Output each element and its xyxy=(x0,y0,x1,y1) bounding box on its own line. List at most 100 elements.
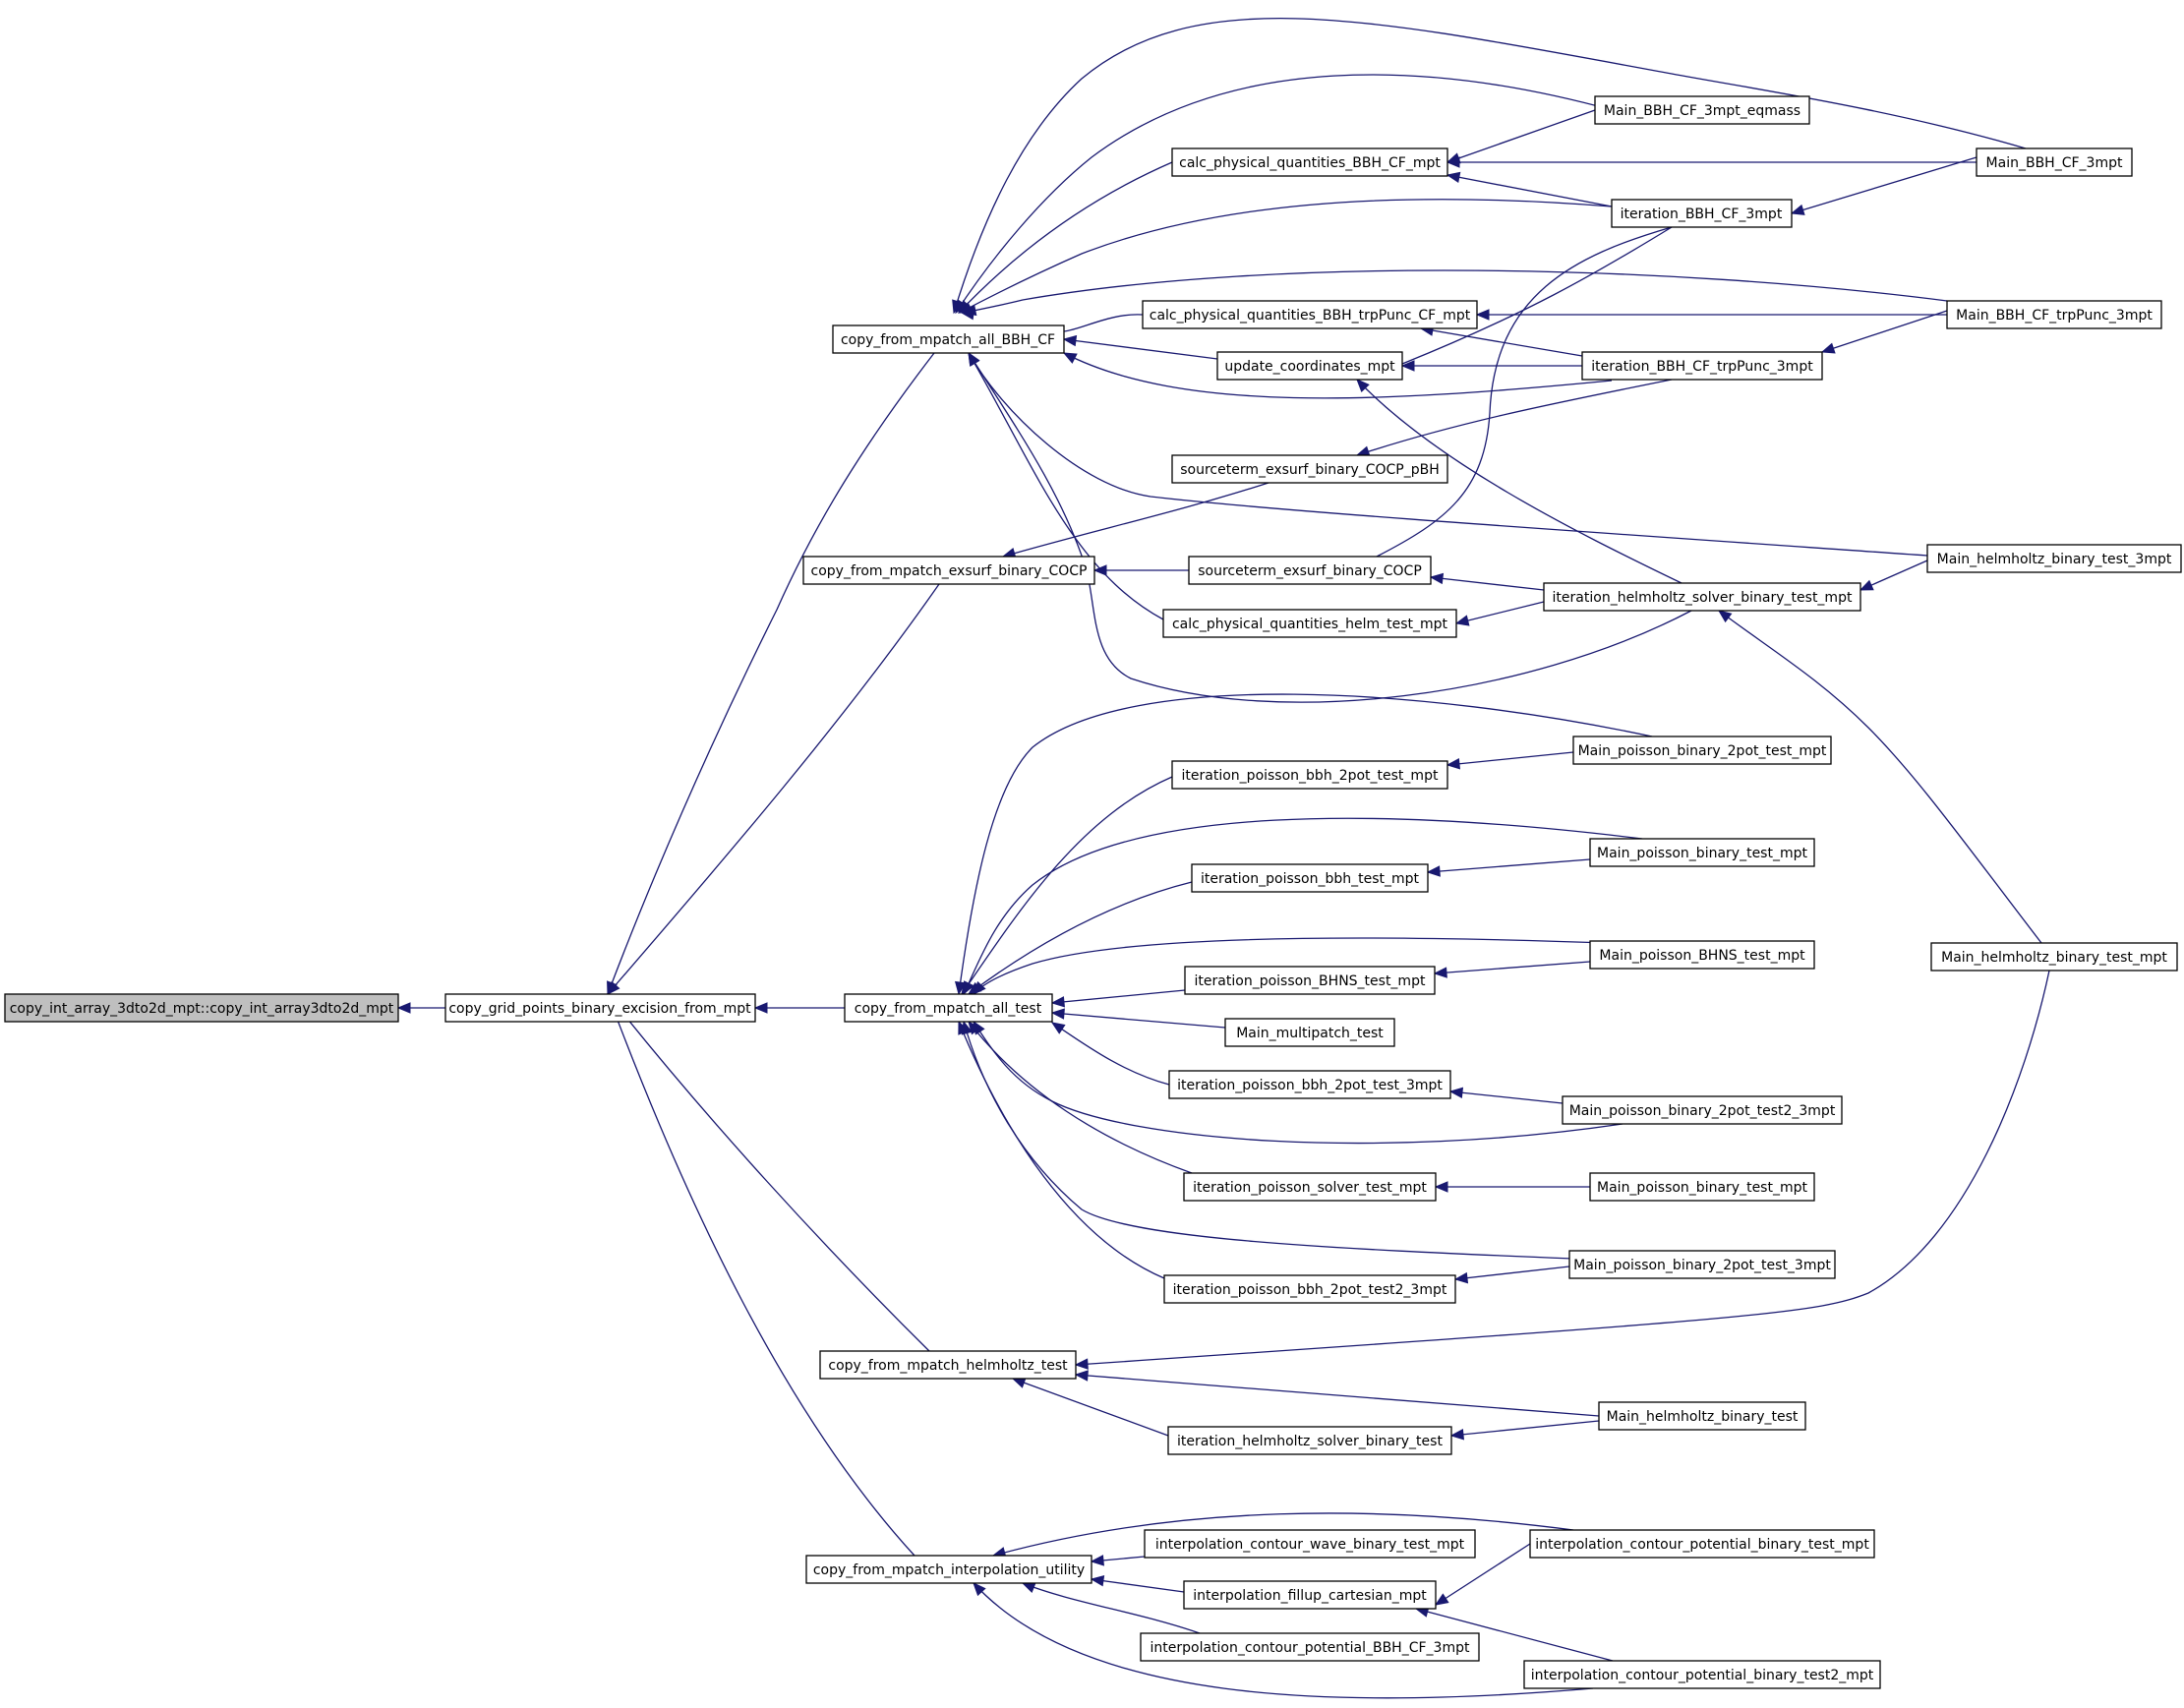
node-main-helmholtz-binary-test-mpt[interactable]: Main_helmholtz_binary_test_mpt xyxy=(1930,942,2178,972)
node-calc-physical-quantities-bbh-trppunc-cf-mpt[interactable]: calc_physical_quantities_BBH_trpPunc_CF_… xyxy=(1142,300,1478,329)
node-interpolation-contour-potential-binary-test2-mpt[interactable]: interpolation_contour_potential_binary_t… xyxy=(1523,1660,1881,1689)
edge-line xyxy=(1446,109,1596,163)
node-main-helmholtz-binary-test-3mpt[interactable]: Main_helmholtz_binary_test_3mpt xyxy=(1926,544,2182,573)
arrowhead xyxy=(1434,1181,1448,1193)
node-copy-from-mpatch-interpolation-utility[interactable]: copy_from_mpatch_interpolation_utility xyxy=(805,1555,1092,1584)
node-main-poisson-binary-test-mpt[interactable]: Main_poisson_binary_test_mpt xyxy=(1589,838,1815,867)
edge-line xyxy=(973,1582,1594,1699)
node-update-coordinates-mpt[interactable]: update_coordinates_mpt xyxy=(1216,351,1403,381)
edge-line xyxy=(1051,1012,1226,1029)
node-iteration-poisson-bbh-2pot-test-3mpt[interactable]: iteration_poisson_bbh_2pot_test_3mpt xyxy=(1168,1070,1451,1099)
node-interpolation-contour-potential-binary-test-mpt[interactable]: interpolation_contour_potential_binary_t… xyxy=(1529,1529,1875,1559)
node-main-bbh-cf-3mpt-eqmass[interactable]: Main_BBH_CF_3mpt_eqmass xyxy=(1594,95,1810,125)
node-layer: copy_int_array_3dto2d_mpt::copy_int_arra… xyxy=(4,95,2182,1689)
node-copy-grid-points-binary-excision-from-mpt[interactable]: copy_grid_points_binary_excision_from_mp… xyxy=(444,993,756,1023)
arrowhead xyxy=(1050,996,1065,1008)
svg-text:Main_poisson_binary_test_mpt: Main_poisson_binary_test_mpt xyxy=(1597,1180,1807,1196)
arrowhead xyxy=(1050,1008,1065,1020)
edge-line xyxy=(968,352,1164,620)
node-iteration-helmholtz-solver-binary-test-mpt[interactable]: iteration_helmholtz_solver_binary_test_m… xyxy=(1543,582,1861,612)
node-iteration-poisson-bbh-2pot-test-mpt[interactable]: iteration_poisson_bbh_2pot_test_mpt xyxy=(1171,760,1448,790)
call-edge xyxy=(607,352,935,996)
svg-text:iteration_helmholtz_solver_bin: iteration_helmholtz_solver_binary_test_m… xyxy=(1553,590,1853,606)
node-iteration-helmholtz-solver-binary-test[interactable]: iteration_helmholtz_solver_binary_test xyxy=(1167,1426,1452,1455)
svg-text:iteration_poisson_BHNS_test_mp: iteration_poisson_BHNS_test_mpt xyxy=(1195,973,1426,989)
svg-text:iteration_BBH_CF_3mpt: iteration_BBH_CF_3mpt xyxy=(1621,206,1783,222)
edge-line xyxy=(968,881,1193,995)
node-copy-int-array3dto2d-mpt[interactable]: copy_int_array_3dto2d_mpt::copy_int_arra… xyxy=(4,993,399,1023)
edge-line xyxy=(1051,989,1186,1004)
arrowhead xyxy=(1062,352,1078,364)
arrowhead xyxy=(960,309,975,321)
node-copy-from-mpatch-all-bbh-cf[interactable]: copy_from_mpatch_all_BBH_CF xyxy=(832,324,1065,354)
call-edge xyxy=(1001,482,1269,560)
svg-text:Main_helmholtz_binary_test: Main_helmholtz_binary_test xyxy=(1607,1409,1799,1425)
node-main-poisson-binary-2pot-test-mpt[interactable]: Main_poisson_binary_2pot_test_mpt xyxy=(1572,736,1832,765)
node-main-poisson-binary-2pot-test-3mpt[interactable]: Main_poisson_binary_2pot_test_3mpt xyxy=(1568,1250,1836,1279)
call-edge xyxy=(1092,564,1189,576)
svg-text:interpolation_contour_potentia: interpolation_contour_potential_binary_t… xyxy=(1535,1537,1869,1553)
arrowhead xyxy=(1433,967,1447,978)
edge-line xyxy=(968,352,1928,557)
edge-line xyxy=(973,1021,1623,1145)
svg-text:Main_poisson_binary_test_mpt: Main_poisson_binary_test_mpt xyxy=(1597,846,1807,861)
svg-text:update_coordinates_mpt: update_coordinates_mpt xyxy=(1224,359,1395,375)
node-interpolation-contour-potential-bbh-cf-3mpt[interactable]: interpolation_contour_potential_BBH_CF_3… xyxy=(1140,1632,1480,1662)
edge-line xyxy=(1356,379,1682,584)
node-interpolation-contour-wave-binary-test-mpt[interactable]: interpolation_contour_wave_binary_test_m… xyxy=(1144,1529,1476,1559)
edge-line xyxy=(1051,1022,1170,1086)
call-edge xyxy=(1446,171,1613,207)
call-edge xyxy=(1859,560,1928,591)
node-iteration-poisson-bbh-2pot-test2-3mpt[interactable]: iteration_poisson_bbh_2pot_test2_3mpt xyxy=(1163,1274,1456,1304)
arrowhead xyxy=(1448,1087,1464,1099)
call-edge xyxy=(1448,1087,1564,1104)
edge-line xyxy=(1791,156,1977,214)
arrowhead xyxy=(973,980,986,995)
svg-text:calc_physical_quantities_helm_: calc_physical_quantities_helm_test_mpt xyxy=(1172,617,1448,632)
node-main-poisson-bhns-test-mpt[interactable]: Main_poisson_BHNS_test_mpt xyxy=(1589,940,1815,970)
node-iteration-poisson-bbh-test-mpt[interactable]: iteration_poisson_bbh_test_mpt xyxy=(1191,863,1429,893)
node-sourceterm-exsurf-binary-cocp[interactable]: sourceterm_exsurf_binary_COCP xyxy=(1188,556,1432,585)
call-edge xyxy=(1050,1022,1170,1086)
node-main-bbh-cf-3mpt[interactable]: Main_BBH_CF_3mpt xyxy=(1976,147,2133,177)
node-interpolation-fillup-cartesian-mpt[interactable]: interpolation_fillup_cartesian_mpt xyxy=(1183,1580,1437,1610)
edge-line xyxy=(1450,1420,1600,1437)
call-edge xyxy=(1050,1008,1226,1029)
svg-text:iteration_helmholtz_solver_bin: iteration_helmholtz_solver_binary_test xyxy=(1177,1434,1443,1449)
node-main-multipatch-test[interactable]: Main_multipatch_test xyxy=(1224,1018,1395,1047)
node-main-poisson-binary-test-mpt-2[interactable]: Main_poisson_binary_test_mpt xyxy=(1589,1172,1815,1202)
arrowhead xyxy=(963,980,974,996)
node-copy-from-mpatch-exsurf-binary-cocp[interactable]: copy_from_mpatch_exsurf_binary_COCP xyxy=(802,556,1095,585)
node-main-poisson-binary-2pot-test2-3mpt[interactable]: Main_poisson_binary_2pot_test2_3mpt xyxy=(1562,1095,1843,1125)
node-sourceterm-exsurf-binary-cocp-pbh[interactable]: sourceterm_exsurf_binary_COCP_pBH xyxy=(1171,454,1448,484)
node-copy-from-mpatch-all-test[interactable]: copy_from_mpatch_all_test xyxy=(844,993,1053,1023)
node-main-bbh-cf-trppunc-3mpt[interactable]: Main_BBH_CF_trpPunc_3mpt xyxy=(1946,300,2162,329)
call-edge xyxy=(1790,156,1977,215)
arrowhead xyxy=(1074,1358,1089,1370)
call-edge xyxy=(1090,1575,1185,1593)
edge-line xyxy=(992,1512,1574,1557)
arrowhead xyxy=(1011,1377,1027,1388)
node-calc-physical-quantities-bbh-cf-mpt[interactable]: calc_physical_quantities_BBH_CF_mpt xyxy=(1171,147,1448,177)
node-iteration-bbh-cf-trppunc-3mpt[interactable]: iteration_BBH_CF_trpPunc_3mpt xyxy=(1581,351,1823,381)
call-edge xyxy=(955,74,1614,315)
arrowhead xyxy=(1426,865,1441,877)
node-copy-from-mpatch-helmholtz-test[interactable]: copy_from_mpatch_helmholtz_test xyxy=(819,1350,1077,1380)
node-calc-physical-quantities-helm-test-mpt[interactable]: calc_physical_quantities_helm_test_mpt xyxy=(1162,609,1457,638)
node-main-helmholtz-binary-test[interactable]: Main_helmholtz_binary_test xyxy=(1598,1401,1806,1431)
node-iteration-poisson-bhns-test-mpt[interactable]: iteration_poisson_BHNS_test_mpt xyxy=(1184,966,1436,995)
call-edge xyxy=(606,992,915,1557)
call-edge xyxy=(1433,961,1591,978)
edge-line xyxy=(1376,226,1673,558)
svg-text:iteration_poisson_bbh_2pot_tes: iteration_poisson_bbh_2pot_test2_3mpt xyxy=(1173,1282,1447,1298)
svg-text:Main_poisson_binary_2pot_test_: Main_poisson_binary_2pot_test_3mpt xyxy=(1573,1258,1831,1273)
arrowhead xyxy=(1356,379,1370,393)
arrowhead xyxy=(1717,610,1733,623)
edge-layer xyxy=(396,18,2050,1699)
arrowhead xyxy=(1021,1582,1036,1593)
edge-line xyxy=(1002,482,1269,558)
edge-line xyxy=(955,74,1614,314)
arrowhead xyxy=(1092,564,1107,576)
node-iteration-poisson-solver-test-mpt[interactable]: iteration_poisson_solver_test_mpt xyxy=(1183,1172,1437,1202)
node-iteration-bbh-cf-3mpt[interactable]: iteration_BBH_CF_3mpt xyxy=(1611,199,1793,228)
